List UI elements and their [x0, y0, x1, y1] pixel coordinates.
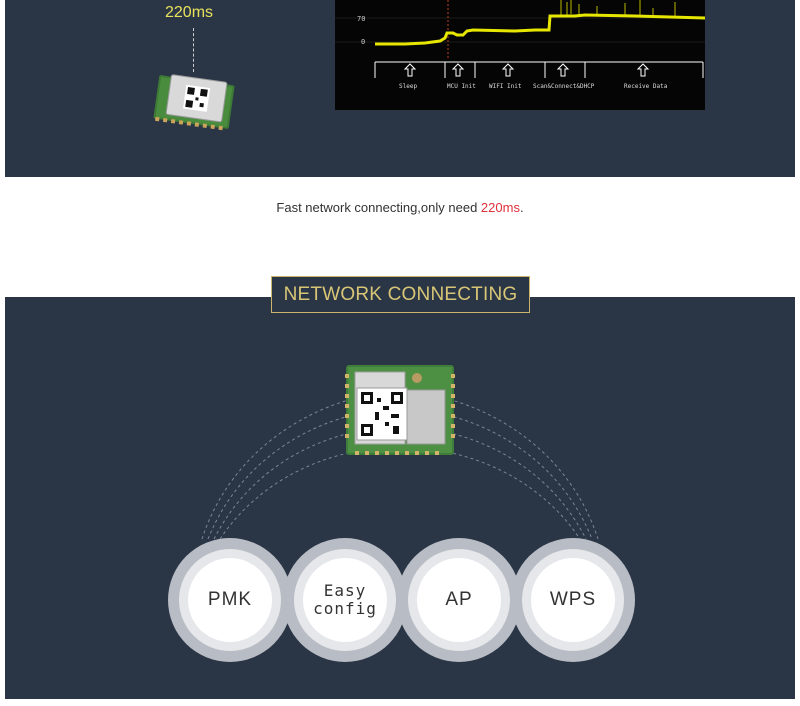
small-module-image: [153, 74, 235, 131]
caption-text: Fast network connecting,only need: [276, 200, 481, 215]
scope-trace: [375, 13, 706, 46]
mode-pmk-label: PMK: [207, 589, 253, 610]
connection-arcs: [201, 391, 599, 540]
y-tick-0: 0: [361, 38, 365, 46]
section-title: NETWORK CONNECTING: [271, 276, 530, 313]
mode-wps: WPS: [511, 538, 635, 662]
phase-label-scan-connect: Scan&Connect&DHCP: [533, 83, 595, 90]
mode-wps-label: WPS: [549, 589, 597, 610]
phase-label-wifi-init: WIFI Init: [489, 83, 522, 90]
wifi-module-image: [345, 365, 455, 455]
phase-label-mcu-init: MCU Init: [447, 83, 476, 90]
phase-label-receive-data: Receive Data: [624, 83, 668, 90]
y-tick-70: 70: [357, 15, 365, 23]
leader-line: [193, 28, 194, 72]
bottom-panel: [5, 297, 795, 699]
caption-end: .: [519, 200, 524, 215]
caption-highlight: 220ms: [480, 200, 520, 215]
oscilloscope-screen: 70 0 Sleep MCU Init WIFI Init Sca: [335, 0, 706, 110]
mode-config-label: config: [313, 599, 377, 618]
phase-label-sleep: Sleep: [399, 83, 417, 90]
time-label: 220ms: [165, 4, 214, 21]
mode-easy-label: Easy: [323, 581, 367, 600]
oscilloscope-chart: 70 0 Sleep MCU Init WIFI Init Sca: [335, 0, 706, 90]
caption: Fast network connecting,only need 220ms.: [0, 200, 800, 215]
mode-pmk: PMK: [168, 538, 292, 662]
mode-ap: AP: [397, 538, 521, 662]
mode-ap-label: AP: [445, 589, 473, 610]
